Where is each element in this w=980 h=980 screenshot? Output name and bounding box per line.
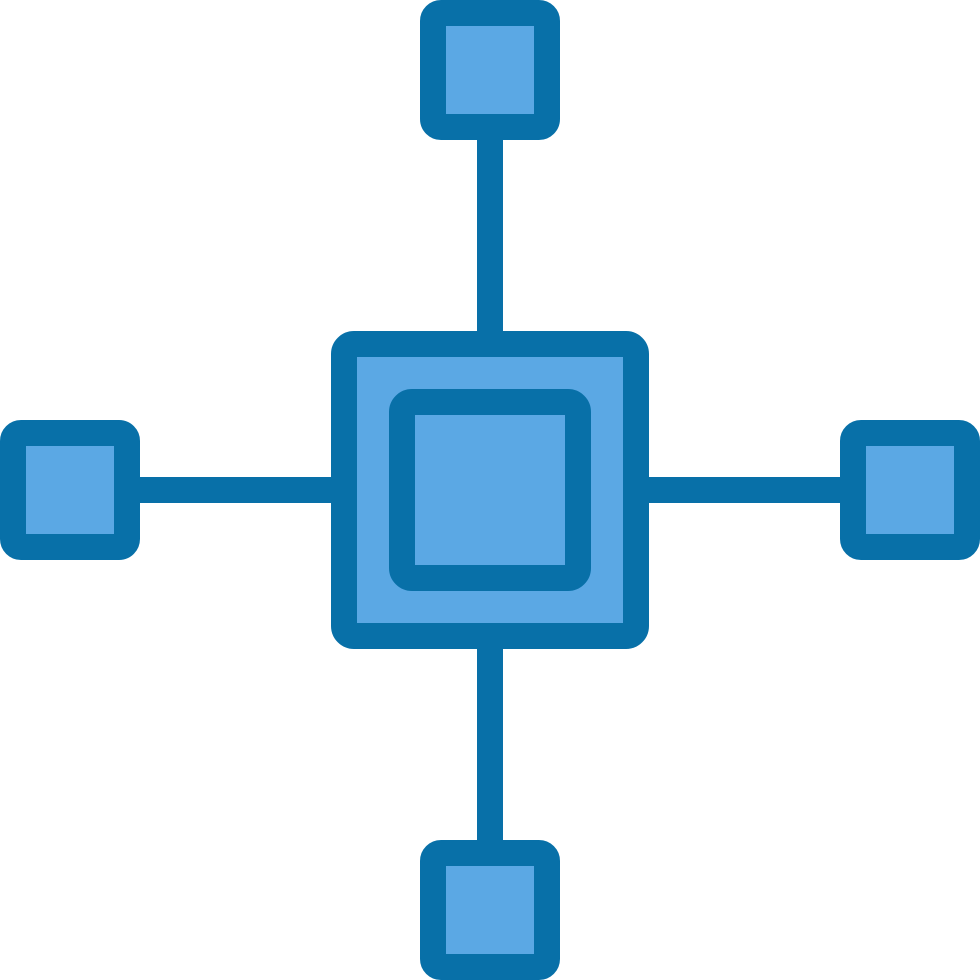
connector-top <box>477 130 503 340</box>
connector-right <box>640 477 850 503</box>
hub-inner-icon <box>389 389 591 591</box>
right-node-icon <box>840 420 980 560</box>
bottom-node-icon <box>420 840 560 980</box>
left-node-icon <box>0 420 140 560</box>
connector-left <box>130 477 340 503</box>
top-node-icon <box>420 0 560 140</box>
connector-bottom <box>477 640 503 850</box>
